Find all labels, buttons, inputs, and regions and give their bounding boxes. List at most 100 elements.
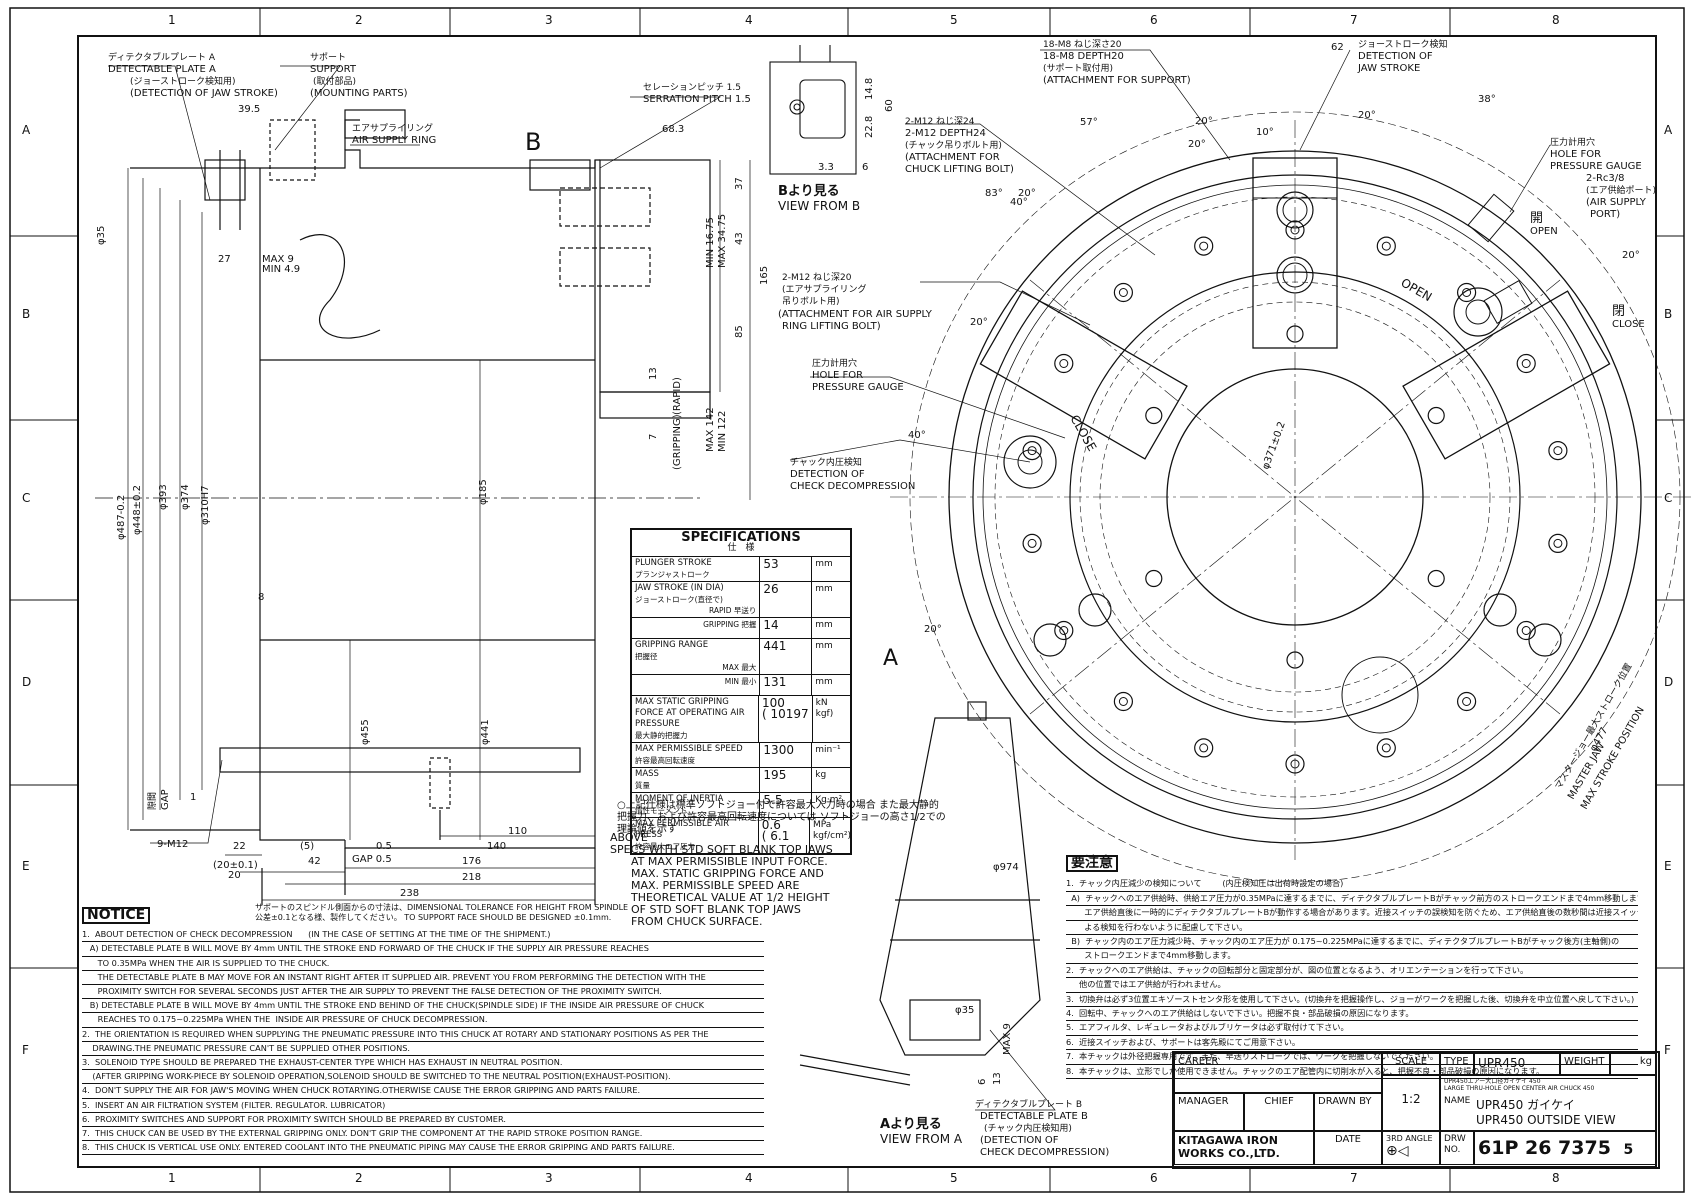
label-air-supply: (AIR SUPPLY: [1586, 197, 1647, 208]
spec-value: 0.6 ( 6.1: [759, 818, 810, 853]
dim-20a: 20°: [1195, 116, 1213, 127]
type-label-cell: TYPE: [1440, 1053, 1474, 1075]
dim-448: φ448±0.2: [132, 485, 143, 535]
spec-unit: kN kgf): [815, 698, 834, 719]
name-small: UPR450エアー大口径ガイケイ 450: [1444, 1078, 1541, 1085]
label-support-att-jp: (サポート取付用): [1043, 63, 1113, 74]
notice-line: 6. PROXIMITY SWITCHES AND SUPPORT FOR PR…: [82, 1113, 764, 1128]
bolt-hole-inner: [1118, 697, 1128, 706]
notice-line: A) DETECTABLE PLATE B WILL MOVE BY 4mm U…: [82, 942, 764, 957]
grid-row-label: C: [1664, 491, 1672, 505]
label-support: SUPPORT: [310, 64, 357, 75]
bolt-hole: [1022, 533, 1042, 554]
bolt-hole: [1456, 691, 1477, 712]
bolt-hole: [1285, 220, 1305, 240]
dim-218: 218: [462, 872, 481, 883]
label-pressure-gauge: PRESSURE GAUGE: [812, 382, 904, 393]
dim-27: 27: [218, 254, 231, 265]
notice-line: (AFTER GRIPPING WORK-PIECE BY SOLENOID O…: [82, 1070, 764, 1085]
chief-cell: CHIEF: [1244, 1093, 1314, 1131]
jp-note-line: エア供給直後に一時的にディテクタブルプレートBが動作する場合があります。近接スイ…: [1066, 906, 1638, 921]
bolt-hole: [1194, 236, 1214, 256]
dim-20b: 20°: [1358, 110, 1376, 121]
leader-lines: [108, 49, 1551, 1111]
dim-3-3: 3.3: [818, 162, 834, 173]
label-9m12: 9-M12: [157, 839, 188, 850]
dim-20g: 20°: [924, 624, 942, 635]
dim-10: 10°: [1256, 127, 1274, 138]
third-angle-icon: ⊕◁: [1386, 1143, 1409, 1159]
scale-label-cell: SCALE: [1382, 1053, 1440, 1075]
jp-notes-title: 要注意: [1066, 855, 1118, 873]
dim-20f: 20°: [970, 317, 988, 328]
dim-05: 0.5: [376, 841, 392, 852]
notice-lines: 1. ABOUT DETECTION OF CHECK DECOMPRESSIO…: [82, 928, 764, 1156]
dim-35: φ35: [96, 226, 107, 245]
label-master-jaw-jp: マスタージョー最大ストローク位置: [1552, 661, 1634, 792]
support-note: サポートのスピンドル側面からの寸法は、DIMENSIONAL TOLERANCE…: [255, 903, 629, 922]
label-chuck-lift-jp: (チャック吊りボルト用): [905, 140, 1002, 151]
label-jaw-det: DETECTION OF: [1358, 51, 1433, 62]
label-view-b-jp: Bより見る: [778, 184, 840, 199]
inner-bolt-hole: [1427, 569, 1445, 588]
jp-note-line: 5. エアフィルタ、レギュレータおよびルブリケータは必ず取付けて下さい。: [1066, 1021, 1638, 1036]
label-open: OPEN: [1530, 226, 1558, 237]
bolt-hole: [1516, 353, 1536, 374]
label-jaw-stroke-jp: (ジョーストローク検知用): [130, 75, 236, 87]
dim-393: φ393: [158, 484, 169, 510]
label-close: CLOSE: [1612, 319, 1645, 330]
jp-notes-lines: 1. チャック内圧減少の検知について (内圧検知圧は出荷時設定の場合) A) チ…: [1066, 877, 1638, 1080]
jp-notes-section: 要注意 1. チャック内圧減少の検知について (内圧検知圧は出荷時設定の場合) …: [1066, 855, 1638, 1080]
grid-row-label: A: [1664, 123, 1673, 137]
label-plate-b-jp: ディテクタブルプレート B: [975, 1098, 1082, 1110]
career-label: CAREER: [1178, 1056, 1219, 1067]
jp-note-line: 7. 本チャックは外径把握専用です。また、早送りストロークでは、ワークを把握しな…: [1066, 1050, 1638, 1065]
bolt-hole-inner: [1290, 225, 1300, 235]
dim-176: 176: [462, 856, 481, 867]
bolt-hole: [1516, 620, 1536, 641]
spec-value: 1300: [760, 743, 813, 767]
spec-unit: kg: [815, 770, 827, 780]
spec-value: 100 ( 10197: [759, 696, 813, 742]
grid-col-label: 5: [950, 13, 958, 27]
dim-8: 8: [258, 592, 264, 603]
career-cell: CAREER: [1174, 1053, 1382, 1093]
drw-no-cell: 61P 26 7375 5: [1474, 1131, 1656, 1165]
notice-line: 3. SOLENOID TYPE SHOULD BE PREPARED THE …: [82, 1056, 764, 1071]
bolt-hole-inner: [1521, 359, 1531, 368]
manager-cell: MANAGER: [1174, 1093, 1244, 1131]
notice-line: 7. THIS CHUCK CAN BE USED BY THE EXTERNA…: [82, 1127, 764, 1142]
specs-title-jp: 仕 様: [727, 543, 755, 553]
scale-value: 1:2: [1401, 1092, 1421, 1106]
jp-note-line: B) チャック内のエア圧力減少時、チャック内のエア圧力が 0.175~0.225…: [1066, 935, 1638, 950]
label-view-b: VIEW FROM B: [778, 199, 860, 213]
label-m12-attach2: RING LIFTING BOLT): [782, 321, 881, 332]
dim-371: φ371±0.2: [1260, 420, 1287, 471]
notice-line: 4. DON'T SUPPLY THE AIR FOR JAW'S MOVING…: [82, 1084, 764, 1099]
dim-974: φ974: [993, 862, 1019, 873]
grid-row-label: D: [1664, 675, 1673, 689]
label-gap: GAP: [160, 789, 171, 810]
bolt-hole-inner: [1027, 538, 1037, 548]
spec-value: 14: [760, 618, 813, 638]
label-m12-air-jp2: 吊りボルト用): [782, 296, 840, 307]
dim-7: 7: [648, 434, 659, 440]
dim-20e: 20°: [1018, 188, 1036, 199]
notice-line: 2. THE ORIENTATION IS REQUIRED WHEN SUPP…: [82, 1028, 764, 1042]
notice-line: DRAWING.THE PNEUMATIC PRESSURE CAN'T BE …: [82, 1042, 764, 1057]
bolt-hole: [1054, 620, 1074, 641]
spec-value: 441: [760, 639, 813, 674]
specs-footnote-jp: ○上記仕様は標準ソフトジョー付で許容最大入力時の場合 また最大静的把握力、および…: [617, 800, 946, 835]
grid-col-label: 4: [745, 13, 753, 27]
label-serration-jp: セレーションピッチ 1.5: [643, 82, 741, 93]
dim-140: 140: [487, 841, 506, 852]
spec-value: 131: [760, 675, 813, 695]
spec-row: MAX STATIC GRIPPING FORCE AT OPERATING A…: [632, 696, 850, 743]
label-jaw-det-jp: ジョーストローク検知: [1358, 38, 1448, 50]
label-check-decomp: CHECK DECOMPRESSION: [790, 481, 915, 492]
